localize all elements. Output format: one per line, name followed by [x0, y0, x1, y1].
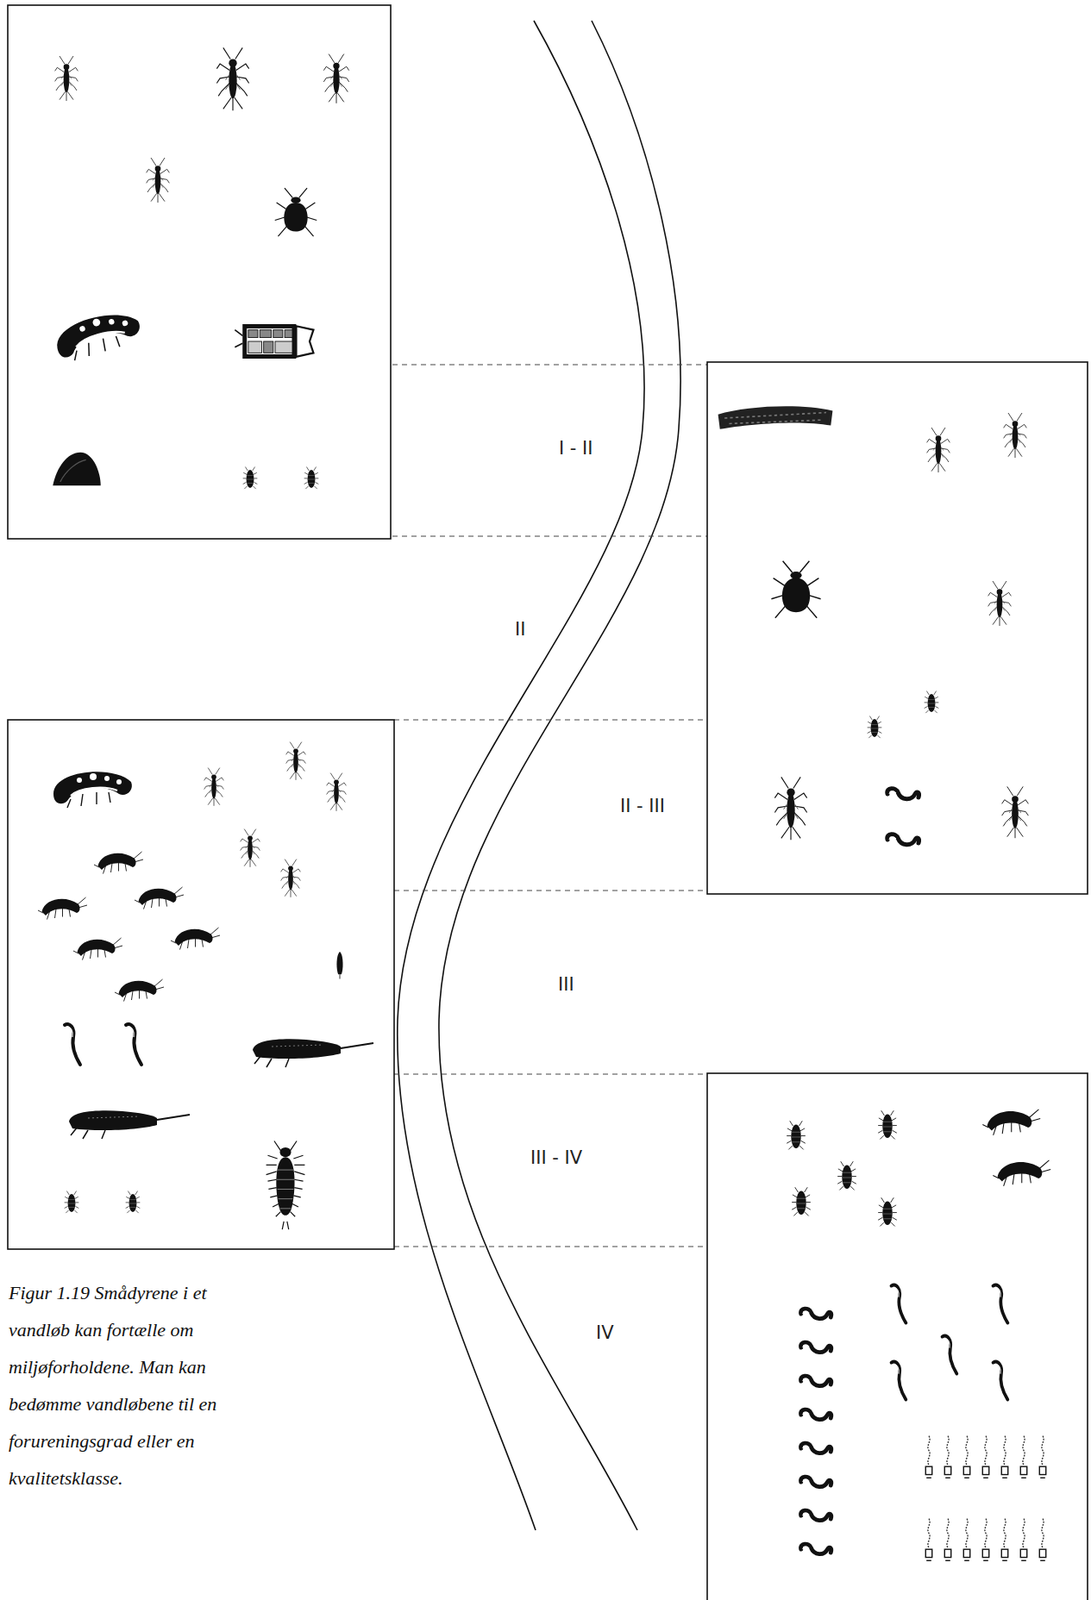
mayfly-figure — [326, 773, 347, 812]
gammarus-figure — [37, 897, 88, 921]
chiro-figure — [801, 1511, 832, 1522]
mayfly-figure — [240, 829, 261, 868]
asellus-figure — [837, 1161, 857, 1191]
asellus-figure — [125, 1191, 141, 1215]
asellus-figure — [877, 1110, 897, 1140]
fauna-boxes — [7, 5, 1088, 1600]
tubifex-figure — [1001, 1519, 1008, 1562]
mayfly-figure — [281, 859, 301, 898]
gammarus-figure — [94, 852, 144, 875]
worm-figure — [891, 1362, 907, 1401]
chiro-figure — [801, 1376, 832, 1387]
quality-class-label: I - II — [556, 438, 596, 459]
tubifex-figure — [925, 1436, 932, 1480]
gammarus-figure — [114, 979, 164, 1003]
quality-class-label: II — [512, 619, 528, 640]
chiro-figure — [801, 1443, 832, 1455]
tubifex-figure — [1020, 1519, 1027, 1562]
rattail-figure — [252, 1039, 374, 1068]
worm-figure — [993, 1285, 1009, 1324]
mayfly-figure — [55, 56, 79, 101]
figure-caption: Figur 1.19 Smådyrene i et vandløb kan fo… — [8, 1274, 235, 1498]
mayfly-figure — [286, 742, 307, 781]
mayfly-figure — [146, 157, 170, 203]
worm-figure — [125, 1024, 142, 1066]
tubifex-figure — [982, 1436, 989, 1480]
asellus-figure — [867, 716, 883, 740]
asellus-figure — [924, 691, 940, 715]
case-figure — [234, 324, 314, 359]
tinylarva-figure — [336, 952, 343, 980]
asellus-figure — [304, 467, 320, 490]
mayfly-figure — [988, 581, 1012, 627]
beetle-figure — [275, 188, 318, 237]
tubifex-figure — [1020, 1436, 1027, 1480]
worm-figure — [942, 1336, 958, 1375]
chiro-figure — [887, 834, 920, 846]
gammarus-figure — [134, 887, 184, 910]
mayfly-figure — [774, 777, 807, 841]
tubifex-figure — [982, 1519, 989, 1562]
tubifex-figure — [925, 1519, 932, 1562]
gammarus-figure — [982, 1109, 1041, 1136]
chiro-figure — [801, 1410, 832, 1421]
worm-figure — [64, 1024, 81, 1066]
quality-class-label: IV — [593, 1322, 617, 1344]
quality-class-label: III — [555, 974, 577, 996]
tubifex-figure — [1039, 1519, 1046, 1562]
beetle-figure — [771, 561, 821, 619]
tubifex-figure — [963, 1436, 970, 1480]
gammarus-figure — [992, 1160, 1051, 1187]
mayfly-figure — [927, 427, 951, 473]
mayfly-figure — [216, 47, 249, 111]
tubifex-figure — [1001, 1436, 1008, 1480]
zone-dividers — [392, 364, 708, 1248]
river — [397, 20, 681, 1531]
chiro-figure — [801, 1309, 832, 1320]
mayfly-figure — [204, 768, 225, 807]
tubifex-figure — [944, 1436, 951, 1480]
gammarus-figure — [170, 927, 220, 951]
asellus-figure — [791, 1187, 811, 1217]
chiro-figure — [887, 789, 920, 800]
biglarva-figure — [266, 1141, 306, 1230]
asellus-figure — [64, 1191, 80, 1215]
gamcurl-figure — [53, 771, 132, 809]
chiro-figure — [801, 1342, 832, 1354]
gamcurl-figure — [53, 309, 145, 364]
mayfly-figure — [1003, 413, 1028, 458]
rattail-figure — [68, 1110, 190, 1140]
tubifex-figure — [963, 1519, 970, 1562]
worm-figure — [891, 1285, 907, 1324]
gammarus-figure — [73, 938, 123, 961]
worm-figure — [993, 1362, 1009, 1401]
chiro-figure — [801, 1544, 832, 1555]
tubifex-figure — [944, 1519, 951, 1562]
chiro-figure — [801, 1477, 832, 1488]
quality-class-label: II - III — [617, 796, 668, 817]
asellus-figure — [243, 467, 258, 490]
mayfly-figure — [1002, 786, 1029, 839]
asellus-figure — [877, 1197, 897, 1227]
longcase-figure — [718, 406, 834, 430]
mayfly-figure — [323, 54, 349, 104]
asellus-figure — [786, 1121, 806, 1150]
limpet-figure — [52, 452, 101, 486]
quality-class-label: III - IV — [527, 1147, 585, 1169]
tubifex-figure — [1039, 1436, 1046, 1480]
